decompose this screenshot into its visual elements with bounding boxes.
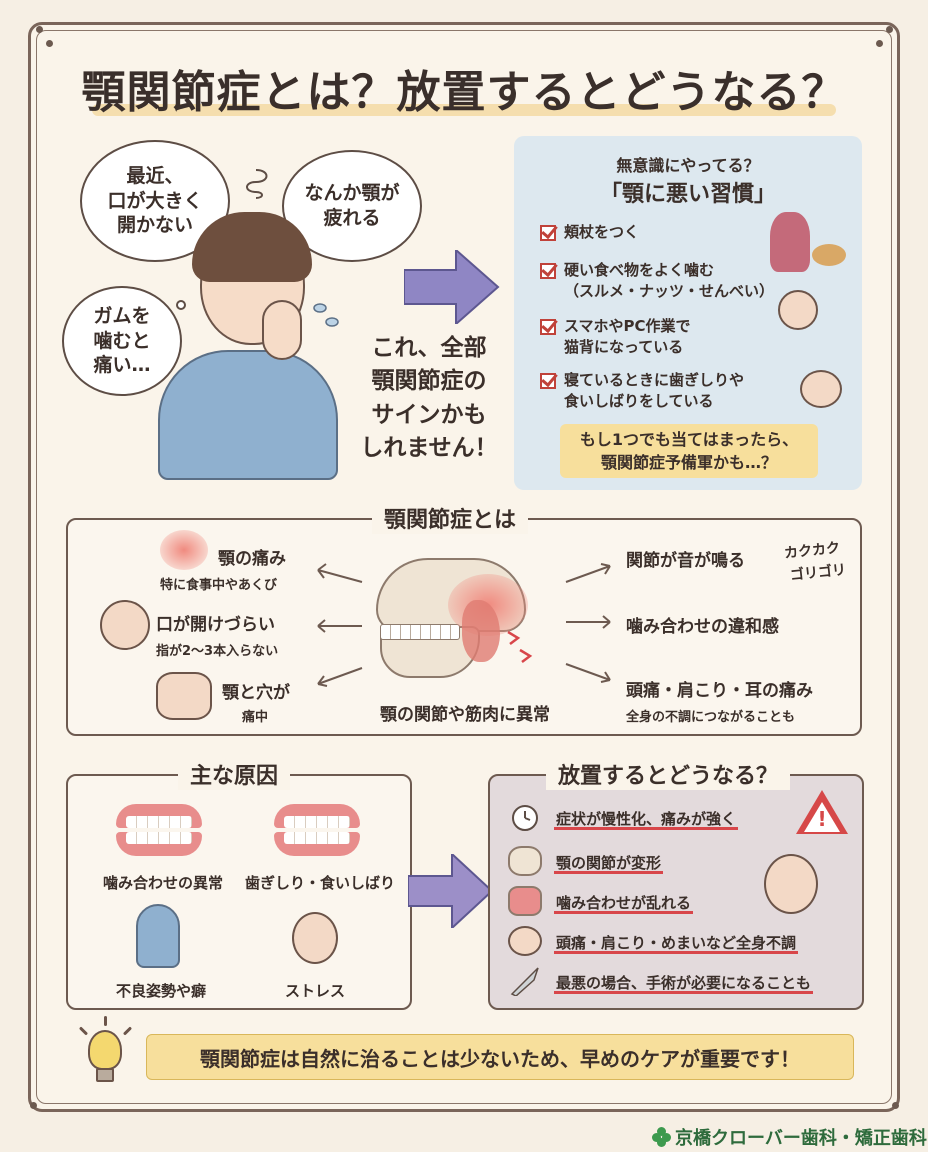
conclusion-banner: 顎関節症は自然に治ることは少ないため、早めのケアが重要です！ [146, 1034, 854, 1080]
clover-icon [652, 1127, 672, 1147]
check-icon [540, 319, 556, 335]
symptom-sub: 特に食事中やあくび [160, 578, 278, 593]
lightbulb-ray [104, 1016, 107, 1026]
corner-dot [892, 1102, 899, 1109]
headache-person-icon [508, 926, 542, 956]
arrows-left-icon [317, 563, 363, 687]
corner-dot [876, 40, 883, 47]
corner-dot [886, 26, 893, 33]
habit-item: 寝ているときに歯ぎしりや 食いしばりをしている [540, 370, 744, 412]
corner-dot [30, 1102, 37, 1109]
mouth-profile-icon [156, 672, 212, 720]
cause-label: 不良姿勢や癖 [115, 982, 206, 1000]
habits-note: もし1つでも当てはまったら、 顎関節症予備軍かも…？ [560, 424, 818, 479]
habit-item: 硬い食べ物をよく噛む （スルメ・ナッツ・せんべい） [540, 260, 774, 302]
arrow-right-icon [408, 854, 494, 928]
corner-dot [46, 40, 53, 47]
neglect-item: 顎の関節が変形 [554, 854, 664, 874]
check-icon [540, 373, 556, 389]
corner-dot [36, 26, 43, 33]
stressed-person-icon [292, 912, 338, 964]
check-icon [540, 263, 556, 279]
skull-caption: 顎の関節や筋肉に異常 [380, 705, 550, 725]
tmj-label: 顎関節症とは [372, 502, 529, 534]
cause-label: 噛み合わせの異常 [102, 874, 223, 892]
habit-item: 頬杖をつく [540, 222, 639, 243]
nuts-illustration [812, 244, 846, 266]
habits-subtitle: 無意識にやってる？ [616, 156, 760, 175]
symptom-title: 口が開けづらい [156, 615, 275, 635]
title-highlight [92, 104, 836, 116]
arrows-right-icon [565, 563, 611, 683]
causes-label: 主な原因 [178, 758, 291, 790]
finger-mouth-icon [100, 600, 150, 650]
clock-icon [512, 805, 538, 831]
neglect-item: 噛み合わせが乱れる [554, 894, 694, 914]
neglect-label: 放置するとどうなる？ [546, 758, 791, 790]
symptom-title: 頭痛・肩こり・耳の痛み [626, 681, 813, 701]
jaw-joint-icon [508, 846, 542, 876]
arrow-right-icon [404, 250, 500, 324]
squid-illustration [770, 212, 810, 272]
symptom-title: 顎と穴が [222, 683, 290, 703]
cause-label: ストレス [284, 982, 345, 1000]
sick-woman-icon [764, 854, 818, 914]
cause-label: 歯ぎしり・食いしばり [244, 874, 395, 892]
teeth-illustration [380, 624, 460, 640]
pain-spark-icon [507, 630, 533, 663]
symptom-sub: 全身の不調につながることも [626, 710, 796, 725]
person-body [158, 350, 338, 480]
teeth-misalignment-icon [116, 804, 202, 856]
sign-message: これ、全部 顎関節症の サインかも しれません！ [360, 335, 498, 462]
neglect-item: 最悪の場合、手術が必要になることも [554, 974, 814, 994]
bad-posture-icon [136, 904, 180, 968]
clinic-logo: 京橋クローバー歯科・矯正歯科 [652, 1124, 927, 1150]
speech-bubble-gum: ガムを 噛むと 痛い… [62, 286, 182, 396]
warning-mark: ! [817, 807, 827, 831]
symptom-sub: 痛中 [242, 710, 269, 725]
sleeping-person-illustration [800, 370, 842, 408]
habit-label: スマホやPC作業で 猫背になっている [564, 317, 691, 356]
page-title: 顎関節症とは？放置するとどうなる？ [81, 67, 847, 118]
inner-frame [36, 30, 892, 1104]
phone-person-illustration [778, 290, 818, 330]
scalpel-icon [510, 967, 539, 996]
lightbulb-icon [88, 1030, 122, 1070]
person-hand [262, 300, 302, 360]
symptom-title: 関節が音が鳴る [626, 551, 745, 571]
habits-title: 「顎に悪い習慣」 [599, 182, 776, 207]
symptom-sub: 指が2〜3本入らない [156, 644, 279, 659]
jaw-muscle [462, 600, 500, 662]
habit-item: スマホやPC作業で 猫背になっている [540, 316, 691, 358]
bubble-tail [176, 300, 186, 310]
teeth-grinding-icon [274, 804, 360, 856]
teeth-icon [508, 886, 542, 916]
habit-label: 硬い食べ物をよく噛む （スルメ・ナッツ・せんべい） [564, 261, 775, 300]
habit-label: 寝ているときに歯ぎしりや 食いしばりをしている [564, 371, 745, 410]
neglect-item: 症状が慢性化、痛みが強く [554, 810, 739, 830]
symptom-title: 顎の痛み [218, 549, 286, 569]
person-hair [192, 212, 312, 282]
neglect-item: 頭痛・肩こり・めまいなど全身不調 [554, 934, 799, 954]
habit-label: 頬杖をつく [564, 223, 640, 241]
check-icon [540, 225, 556, 241]
jaw-pain-icon [160, 530, 208, 570]
clinic-name: 京橋クローバー歯科・矯正歯科 [675, 1128, 927, 1149]
sweat-drops-icon [313, 303, 339, 327]
symptom-title: 噛み合わせの違和感 [626, 617, 779, 637]
dizzy-swirl-icon [246, 169, 268, 199]
